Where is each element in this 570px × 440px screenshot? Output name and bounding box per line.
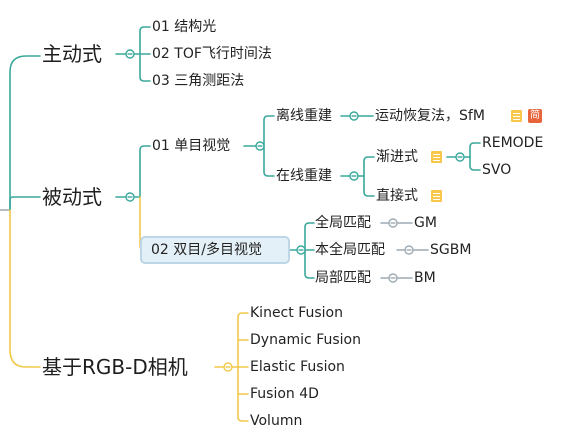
simplified-badge-icon[interactable]: 简	[528, 109, 542, 123]
collapse-toggle-stereo[interactable]	[296, 245, 306, 255]
topic-bm[interactable]: BM	[414, 270, 436, 286]
topic-direct[interactable]: 直接式	[376, 188, 418, 204]
topic-fusion-4d[interactable]: Fusion 4D	[250, 386, 319, 402]
subtopic-mono-vision[interactable]: 01 单目视觉	[152, 138, 231, 154]
topic-online-reconstruction[interactable]: 在线重建	[276, 168, 332, 184]
topic-elastic-fusion[interactable]: Elastic Fusion	[250, 359, 345, 375]
topic-global-matching[interactable]: 全局匹配	[315, 215, 371, 231]
collapse-toggle-progressive[interactable]	[455, 152, 465, 162]
subtopic-stereo-vision[interactable]: 02 双目/多目视觉	[151, 242, 262, 258]
selected-topic-highlight[interactable]	[140, 236, 290, 264]
topic-sgbm[interactable]: SGBM	[430, 242, 472, 258]
topic-dynamic-fusion[interactable]: Dynamic Fusion	[250, 332, 361, 348]
topic-svo[interactable]: SVO	[482, 162, 512, 178]
topic-kinect-fusion[interactable]: Kinect Fusion	[250, 305, 343, 321]
topic-progressive[interactable]: 渐进式	[376, 149, 418, 165]
topic-gm[interactable]: GM	[414, 215, 437, 231]
subtopic-triangulation[interactable]: 03 三角测距法	[152, 73, 245, 89]
topic-remode[interactable]: REMODE	[482, 135, 544, 151]
note-icon[interactable]	[431, 151, 442, 163]
subtopic-structured-light[interactable]: 01 结构光	[152, 19, 217, 35]
collapse-toggle-active[interactable]	[125, 49, 135, 59]
topic-active[interactable]: 主动式	[42, 42, 102, 66]
collapse-toggle-offline[interactable]	[349, 111, 359, 121]
note-icon[interactable]	[431, 190, 442, 202]
collapse-toggle-rgbd[interactable]	[223, 362, 233, 372]
topic-offline-reconstruction[interactable]: 离线重建	[276, 108, 332, 124]
collapse-toggle-gm[interactable]	[388, 218, 398, 228]
note-icon[interactable]	[511, 110, 522, 122]
subtopic-tof[interactable]: 02 TOF飞行时间法	[152, 46, 272, 62]
topic-passive[interactable]: 被动式	[42, 185, 102, 209]
topic-rgbd[interactable]: 基于RGB-D相机	[42, 355, 188, 379]
topic-sfm[interactable]: 运动恢复法，SfM	[375, 108, 485, 124]
topic-semi-global-matching[interactable]: 本全局匹配	[315, 242, 385, 258]
topic-local-matching[interactable]: 局部匹配	[315, 270, 371, 286]
topic-volumn[interactable]: Volumn	[250, 413, 303, 429]
collapse-toggle-mono[interactable]	[255, 141, 265, 151]
collapse-toggle-sgbm[interactable]	[404, 245, 414, 255]
collapse-toggle-online[interactable]	[349, 171, 359, 181]
collapse-toggle-bm[interactable]	[388, 273, 398, 283]
collapse-toggle-passive[interactable]	[125, 192, 135, 202]
